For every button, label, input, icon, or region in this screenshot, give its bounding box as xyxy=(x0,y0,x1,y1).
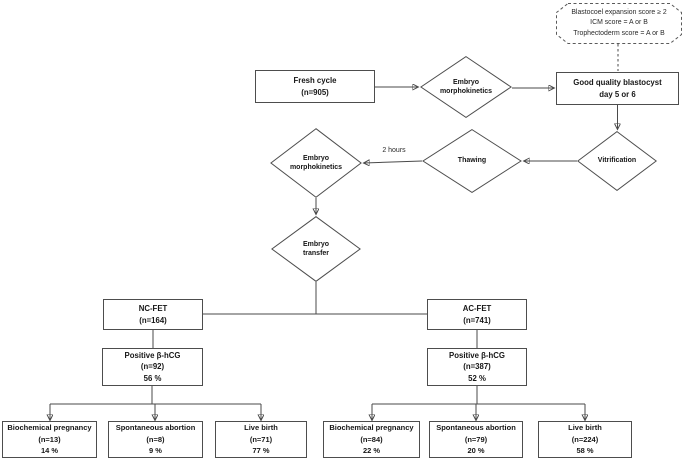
node-title: Spontaneous abortion xyxy=(436,423,516,433)
node-title: Biochemical pregnancy xyxy=(329,423,414,433)
node-percent: 9 % xyxy=(149,446,162,456)
diamond-shape xyxy=(420,56,512,118)
node-vitrification: Vitrification xyxy=(577,131,657,191)
node-title: Vitrification xyxy=(597,157,637,165)
node-count: (n=84) xyxy=(360,434,383,444)
node-count: (n=13) xyxy=(38,434,61,444)
diamond-shape xyxy=(271,216,361,282)
node-title: Positive β-hCG xyxy=(449,350,505,360)
node-percent: 58 % xyxy=(576,446,594,456)
node-percent: 52 % xyxy=(468,373,486,383)
node-embryo-morphokinetics-fresh: Embryo morphokinetics xyxy=(420,56,512,118)
node-title: Good quality blastocyst xyxy=(573,78,662,87)
diamond-shape xyxy=(270,128,362,198)
node-percent: 56 % xyxy=(143,373,162,383)
node-title: Live birth xyxy=(568,423,602,433)
node-title: Biochemical pregnancy xyxy=(7,423,92,433)
node-percent: 20 % xyxy=(467,446,485,456)
node-title: Spontaneous abortion xyxy=(115,423,196,433)
node-count: (n=92) xyxy=(140,362,165,372)
node-count: (n=79) xyxy=(464,434,488,444)
node-percent: 14 % xyxy=(40,446,59,456)
criteria-line: ICM score = A or B xyxy=(590,19,648,27)
edge-label-2-hours: 2 hours xyxy=(382,147,406,154)
node-positive-bhcg-ac: Positive β-hCG (n=387) 52 % xyxy=(427,348,527,386)
node-biochemical-pregnancy-ac: Biochemical pregnancy (n=84) 22 % xyxy=(323,421,420,458)
node-count: (n=164) xyxy=(139,315,167,325)
node-ac-fet: AC-FET (n=741) xyxy=(427,299,527,330)
node-percent: 77 % xyxy=(252,446,270,456)
node-subtitle: day 5 or 6 xyxy=(599,89,636,99)
node-spontaneous-abortion-ac: Spontaneous abortion (n=79) 20 % xyxy=(429,421,523,458)
node-spontaneous-abortion-nc: Spontaneous abortion (n=8) 9 % xyxy=(108,421,203,458)
node-embryo-morphokinetics-thawed: Embryo morphokinetics xyxy=(270,128,362,198)
node-nc-fet: NC-FET (n=164) xyxy=(103,299,203,330)
node-title: Fresh cycle xyxy=(293,76,337,85)
connector-thawing-to-morphokinetics xyxy=(364,161,423,163)
node-percent: 22 % xyxy=(362,446,381,456)
diamond-shape xyxy=(422,129,522,193)
node-title: NC-FET xyxy=(138,304,168,313)
node-good-quality-blastocyst: Good quality blastocyst day 5 or 6 xyxy=(556,72,679,105)
node-count: (n=224) xyxy=(571,434,599,444)
node-live-birth-ac: Live birth (n=224) 58 % xyxy=(538,421,632,458)
node-title: Positive β-hCG xyxy=(124,350,181,360)
criteria-line: Blastocoel expansion score ≥ 2 xyxy=(571,8,667,16)
criteria-line: Trophectoderm score = A or B xyxy=(573,29,665,37)
octagon-shape xyxy=(556,3,682,44)
node-blastocyst-criteria: Blastocoel expansion score ≥ 2 ICM score… xyxy=(556,3,682,44)
node-fresh-cycle: Fresh cycle (n=905) xyxy=(255,70,375,103)
node-positive-bhcg-nc: Positive β-hCG (n=92) 56 % xyxy=(102,348,203,386)
node-title: Embryo xyxy=(302,154,330,162)
node-title: transfer xyxy=(302,250,330,257)
node-biochemical-pregnancy-nc: Biochemical pregnancy (n=13) 14 % xyxy=(2,421,97,458)
node-count: (n=741) xyxy=(463,315,491,325)
node-title: Embryo xyxy=(302,240,330,248)
node-count: (n=387) xyxy=(463,362,491,372)
node-title: AC-FET xyxy=(462,304,492,313)
node-thawing: Thawing xyxy=(422,129,522,193)
node-count: (n=8) xyxy=(146,434,165,444)
node-title: Live birth xyxy=(244,423,278,433)
node-embryo-transfer: Embryo transfer xyxy=(271,216,361,282)
node-title: Thawing xyxy=(457,157,487,165)
diamond-shape xyxy=(577,131,657,191)
node-count: (n=905) xyxy=(301,87,329,97)
node-title: morphokinetics xyxy=(439,88,493,95)
node-title: Embryo xyxy=(452,78,480,86)
node-count: (n=71) xyxy=(249,434,273,444)
node-title: morphokinetics xyxy=(289,164,343,171)
node-live-birth-nc: Live birth (n=71) 77 % xyxy=(215,421,307,458)
